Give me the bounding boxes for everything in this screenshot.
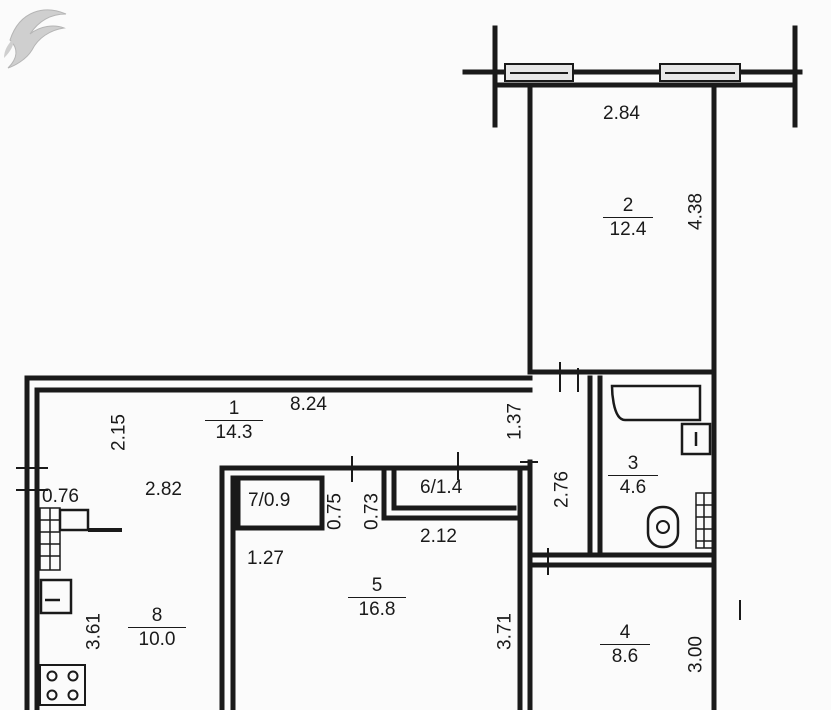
room-8-label: 8 10.0: [128, 605, 186, 651]
room-3-label: 3 4.6: [608, 453, 658, 499]
kitchen-sink-icon: [39, 578, 73, 615]
kitchen-tile-icon: [39, 507, 61, 571]
bird-logo-icon: [4, 9, 67, 69]
room-6-label: 6/1.4: [420, 477, 463, 498]
dimension-3-61: 3.61: [83, 613, 105, 650]
counter-icon: [58, 508, 90, 532]
dimension-3-00: 3.00: [685, 636, 707, 673]
tile-grid-icon: [695, 492, 714, 549]
sink-icon: [680, 422, 712, 456]
dimension-2-15: 2.15: [108, 414, 130, 451]
dimension-4-38: 4.38: [685, 193, 707, 230]
room-5-label: 5 16.8: [348, 575, 406, 621]
room-4-label: 4 8.6: [600, 622, 650, 668]
dimension-0-75: 0.75: [324, 493, 346, 530]
dimension-1-27: 1.27: [247, 548, 284, 569]
dimension-1-37: 1.37: [504, 403, 526, 440]
stove-icon: [39, 664, 86, 706]
dimension-0-76: 0.76: [42, 486, 79, 507]
dimension-3-71: 3.71: [494, 613, 516, 650]
dimension-2-82: 2.82: [145, 479, 182, 500]
dimension-2-76: 2.76: [551, 471, 573, 508]
room-7-label: 7/0.9: [248, 490, 291, 511]
room-2-label: 2 12.4: [603, 195, 653, 241]
dimension-0-73: 0.73: [361, 493, 383, 530]
dimension-8-24: 8.24: [290, 394, 327, 415]
dimension-2-84: 2.84: [603, 103, 640, 124]
room-1-label: 1 14.3: [205, 398, 263, 444]
dimension-2-12: 2.12: [420, 526, 457, 547]
bathtub-icon: [610, 384, 702, 422]
toilet-icon: [646, 505, 680, 549]
